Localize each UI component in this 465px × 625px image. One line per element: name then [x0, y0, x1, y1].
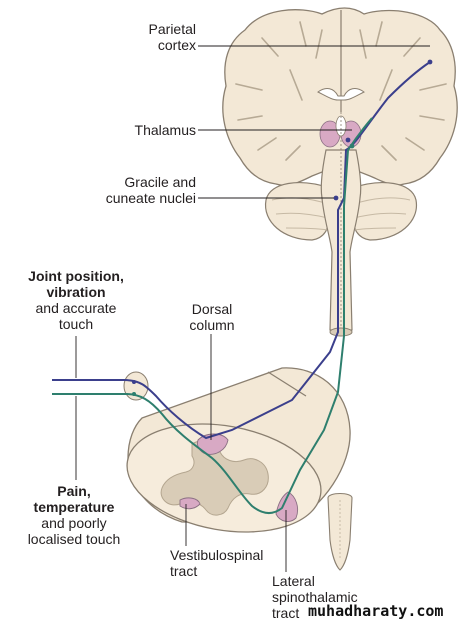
lateral-ventricles — [317, 88, 365, 101]
brain-section — [222, 7, 458, 337]
dorsal-root-ganglion — [123, 371, 149, 401]
cortical-sulci — [235, 21, 447, 161]
grey-matter — [160, 440, 269, 516]
spinal-cord-cut-end — [329, 327, 353, 337]
cord-tip — [327, 492, 353, 571]
label-thalamus: Thalamus — [134, 122, 196, 138]
cerebellum-left — [265, 182, 331, 241]
vestibulospinal-tract-area — [179, 497, 201, 510]
cerebellum-right — [351, 182, 417, 241]
spinothalamic-tract-area — [275, 491, 299, 522]
spinothalamic-pathway — [52, 117, 373, 514]
watermark: muhadharaty.com — [308, 602, 444, 620]
dorsal-column-pathway — [52, 61, 431, 440]
leader-lines — [75, 45, 430, 572]
spinal-cord-segment — [123, 367, 351, 533]
